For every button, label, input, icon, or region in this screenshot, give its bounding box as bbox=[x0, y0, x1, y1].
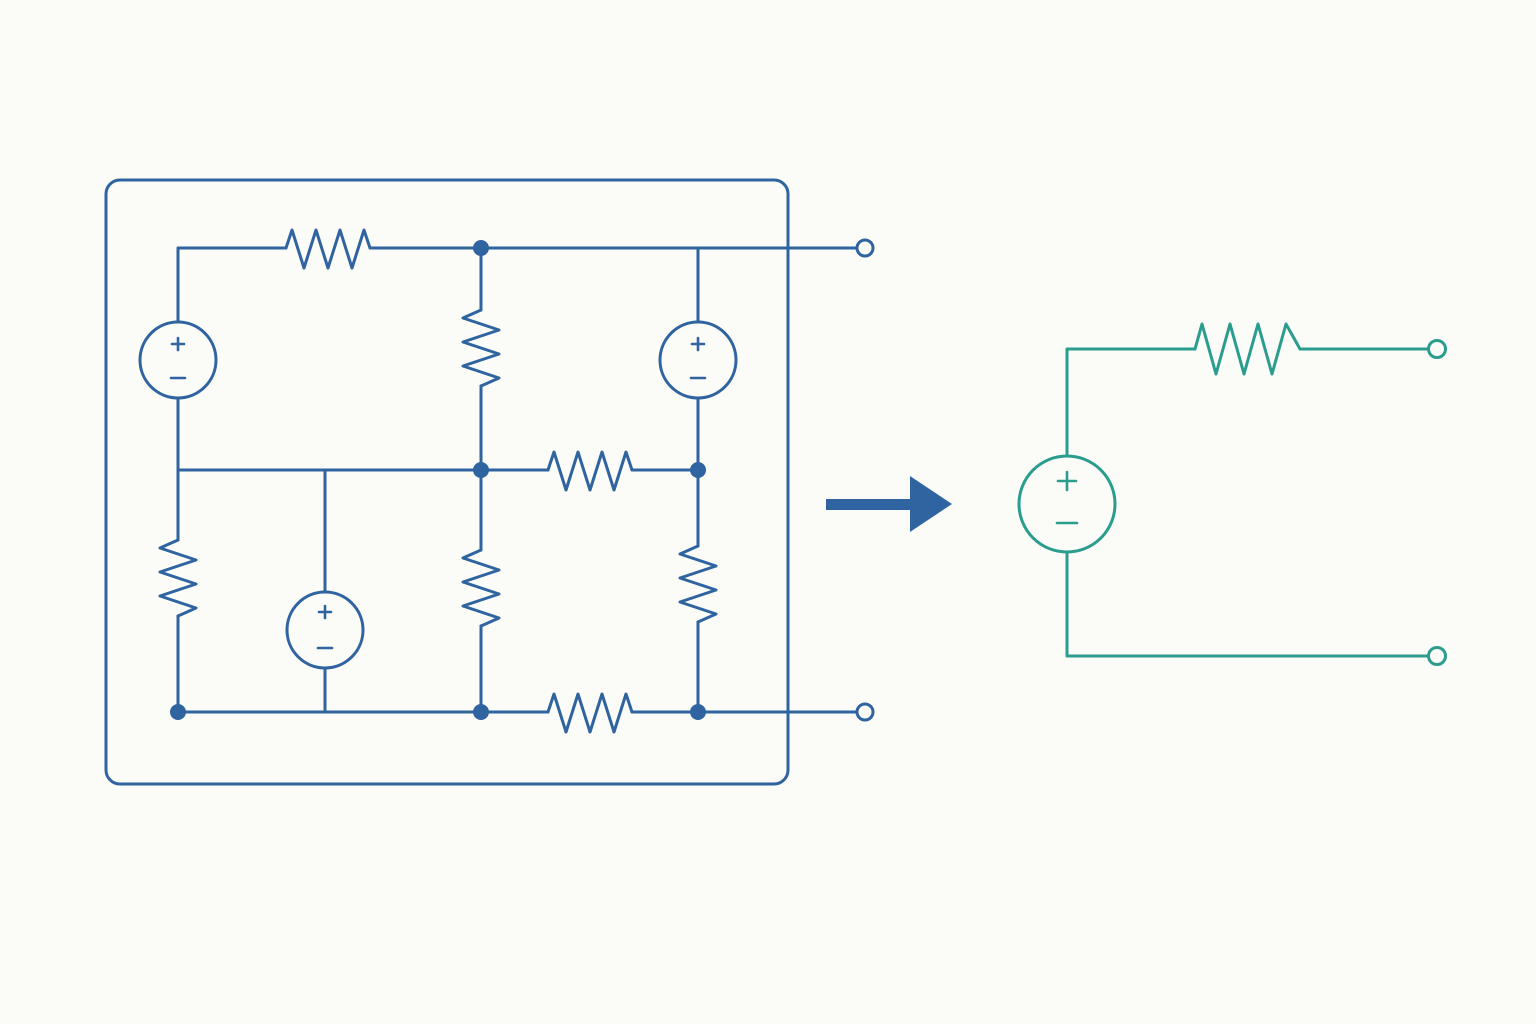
junction-dot-icon bbox=[690, 704, 706, 720]
resistor-center-lower-icon bbox=[461, 548, 501, 628]
wire-eq-top-left bbox=[1065, 347, 1197, 458]
voltage-source-inner-icon bbox=[285, 590, 365, 670]
plus-sign bbox=[170, 336, 186, 352]
wire-eq-bottom bbox=[1065, 550, 1430, 658]
resistor-center-upper-icon bbox=[461, 308, 501, 388]
resistor-bottom-icon bbox=[546, 692, 634, 734]
resistor-right-icon bbox=[678, 544, 718, 624]
voltage-source-right-icon bbox=[658, 320, 738, 400]
resistor-eq-icon bbox=[1193, 322, 1302, 376]
voltage-source-eq-icon bbox=[1017, 454, 1117, 554]
wire-top-left bbox=[176, 246, 288, 324]
junction-dot-icon bbox=[690, 462, 706, 478]
plus-sign bbox=[690, 336, 706, 352]
junction-dot-icon bbox=[473, 462, 489, 478]
voltage-source-left-icon bbox=[138, 320, 218, 400]
terminal-bottom-icon bbox=[855, 702, 875, 722]
network-enclosure-box bbox=[104, 178, 790, 786]
junction-dot-icon bbox=[170, 704, 186, 720]
plus-sign bbox=[317, 604, 333, 620]
right-arrow-icon bbox=[826, 476, 952, 532]
junction-dot-icon bbox=[473, 704, 489, 720]
equivalent-circuit bbox=[1017, 322, 1447, 666]
terminal-eq-top-icon bbox=[1427, 339, 1447, 359]
terminal-top-icon bbox=[855, 238, 875, 258]
junction-dot-icon bbox=[473, 240, 489, 256]
plus-sign bbox=[1056, 470, 1078, 492]
resistor-left-icon bbox=[158, 538, 198, 618]
original-network bbox=[104, 178, 875, 786]
resistor-top-left-icon bbox=[284, 228, 372, 270]
resistor-mid-right-icon bbox=[546, 450, 634, 492]
terminal-eq-bottom-icon bbox=[1427, 646, 1447, 666]
